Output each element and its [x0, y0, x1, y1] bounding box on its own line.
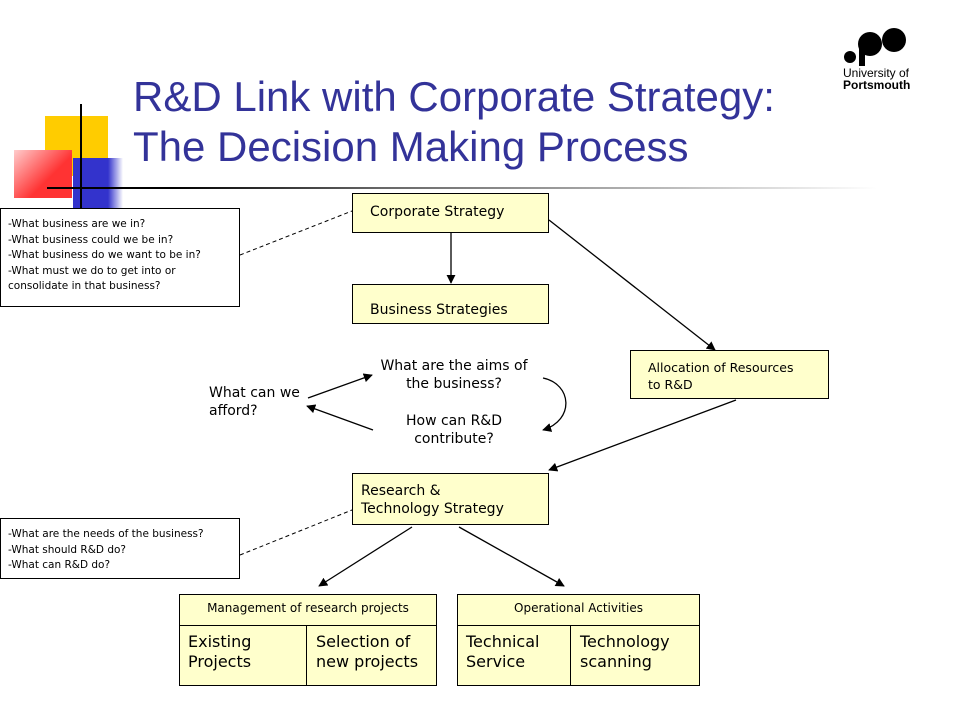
operational-header: Operational Activities: [514, 601, 643, 615]
question-line: -What can R&D do?: [8, 559, 111, 571]
logo-line1: University of: [843, 66, 910, 80]
research-line2: Technology Strategy: [361, 501, 504, 517]
question-line: -What business are we in?: [8, 218, 146, 230]
existing-projects-cell: Existing Projects: [179, 626, 307, 686]
aims-line1: What are the aims of: [380, 358, 528, 374]
question-line: -What are the needs of the business?: [8, 528, 204, 540]
arrow-allocation-to-research: [548, 399, 737, 472]
arrow-curve-aims-to-contribute: [542, 377, 567, 432]
arrow-corporate-to-allocation: [548, 219, 716, 351]
operational-cells: Technical Service Technology scanning: [457, 625, 700, 686]
scanning-line2: scanning: [580, 652, 652, 671]
research-line1: Research &: [361, 483, 441, 499]
technical-line2: Service: [466, 652, 526, 671]
allocation-line2: to R&D: [648, 377, 693, 392]
aims-line2: the business?: [406, 376, 502, 392]
existing-line1: Existing: [188, 632, 252, 651]
allocation-line1: Allocation of Resources: [648, 360, 794, 375]
question-line: -What must we do to get into or: [8, 264, 176, 277]
scanning-line1: Technology: [580, 632, 670, 651]
research-technology-box: Research & Technology Strategy: [352, 473, 549, 525]
dashed-link-top: [239, 210, 353, 256]
questions-box-top: -What business are we in? -What business …: [0, 208, 240, 307]
selection-line1: Selection of: [316, 632, 411, 651]
question-line: -What business could we be in?: [8, 233, 174, 246]
selection-projects-cell: Selection of new projects: [307, 626, 437, 686]
arrow-contribute-to-afford: [306, 404, 374, 431]
technical-line1: Technical: [466, 632, 540, 651]
afford-line2: afford?: [209, 403, 258, 419]
university-logo: University of Portsmouth: [842, 24, 938, 94]
allocation-box: Allocation of Resources to R&D: [630, 350, 829, 399]
deco-red-square: [14, 150, 72, 198]
corporate-strategy-label: Corporate Strategy: [370, 204, 505, 220]
slide-title: R&D Link with Corporate Strategy: The De…: [133, 72, 833, 172]
logo-mark: [844, 28, 906, 66]
corporate-strategy-box: Corporate Strategy: [352, 193, 549, 233]
business-strategies-box: Business Strategies: [352, 284, 549, 324]
management-box: Management of research projects Existing…: [179, 594, 437, 686]
arrow-research-to-management: [318, 526, 413, 587]
arrow-research-to-operational: [458, 526, 565, 587]
slide-title-line1: R&D Link with Corporate Strategy:: [133, 73, 775, 120]
slide-title-line2: The Decision Making Process: [133, 123, 689, 170]
contribute-line1: How can R&D: [405, 413, 503, 429]
arrow-afford-to-aims: [307, 373, 373, 399]
deco-horizontal-line: [47, 187, 877, 189]
question-line: -What business do we want to be in?: [8, 249, 201, 261]
technology-scanning-cell: Technology scanning: [571, 626, 700, 686]
selection-line2: new projects: [316, 652, 419, 671]
deco-vertical-line: [80, 104, 82, 216]
dashed-link-bottom: [239, 509, 353, 556]
contribute-line2: contribute?: [414, 431, 494, 447]
question-line: consolidate in that business?: [8, 280, 161, 292]
business-strategies-label: Business Strategies: [370, 302, 508, 318]
operational-box: Operational Activities Technical Service…: [457, 594, 700, 686]
aims-question: What are the aims of the business?: [370, 357, 538, 393]
questions-box-bottom: -What are the needs of the business? -Wha…: [0, 518, 240, 579]
technical-service-cell: Technical Service: [457, 626, 571, 686]
afford-question: What can we afford?: [209, 384, 300, 420]
question-line: -What should R&D do?: [8, 543, 126, 556]
existing-line2: Projects: [188, 652, 252, 671]
management-header: Management of research projects: [207, 601, 409, 615]
contribute-question: How can R&D contribute?: [370, 412, 538, 448]
logo-line2: Portsmouth: [843, 78, 911, 92]
management-cells: Existing Projects Selection of new proje…: [179, 625, 437, 686]
afford-line1: What can we: [209, 385, 300, 401]
